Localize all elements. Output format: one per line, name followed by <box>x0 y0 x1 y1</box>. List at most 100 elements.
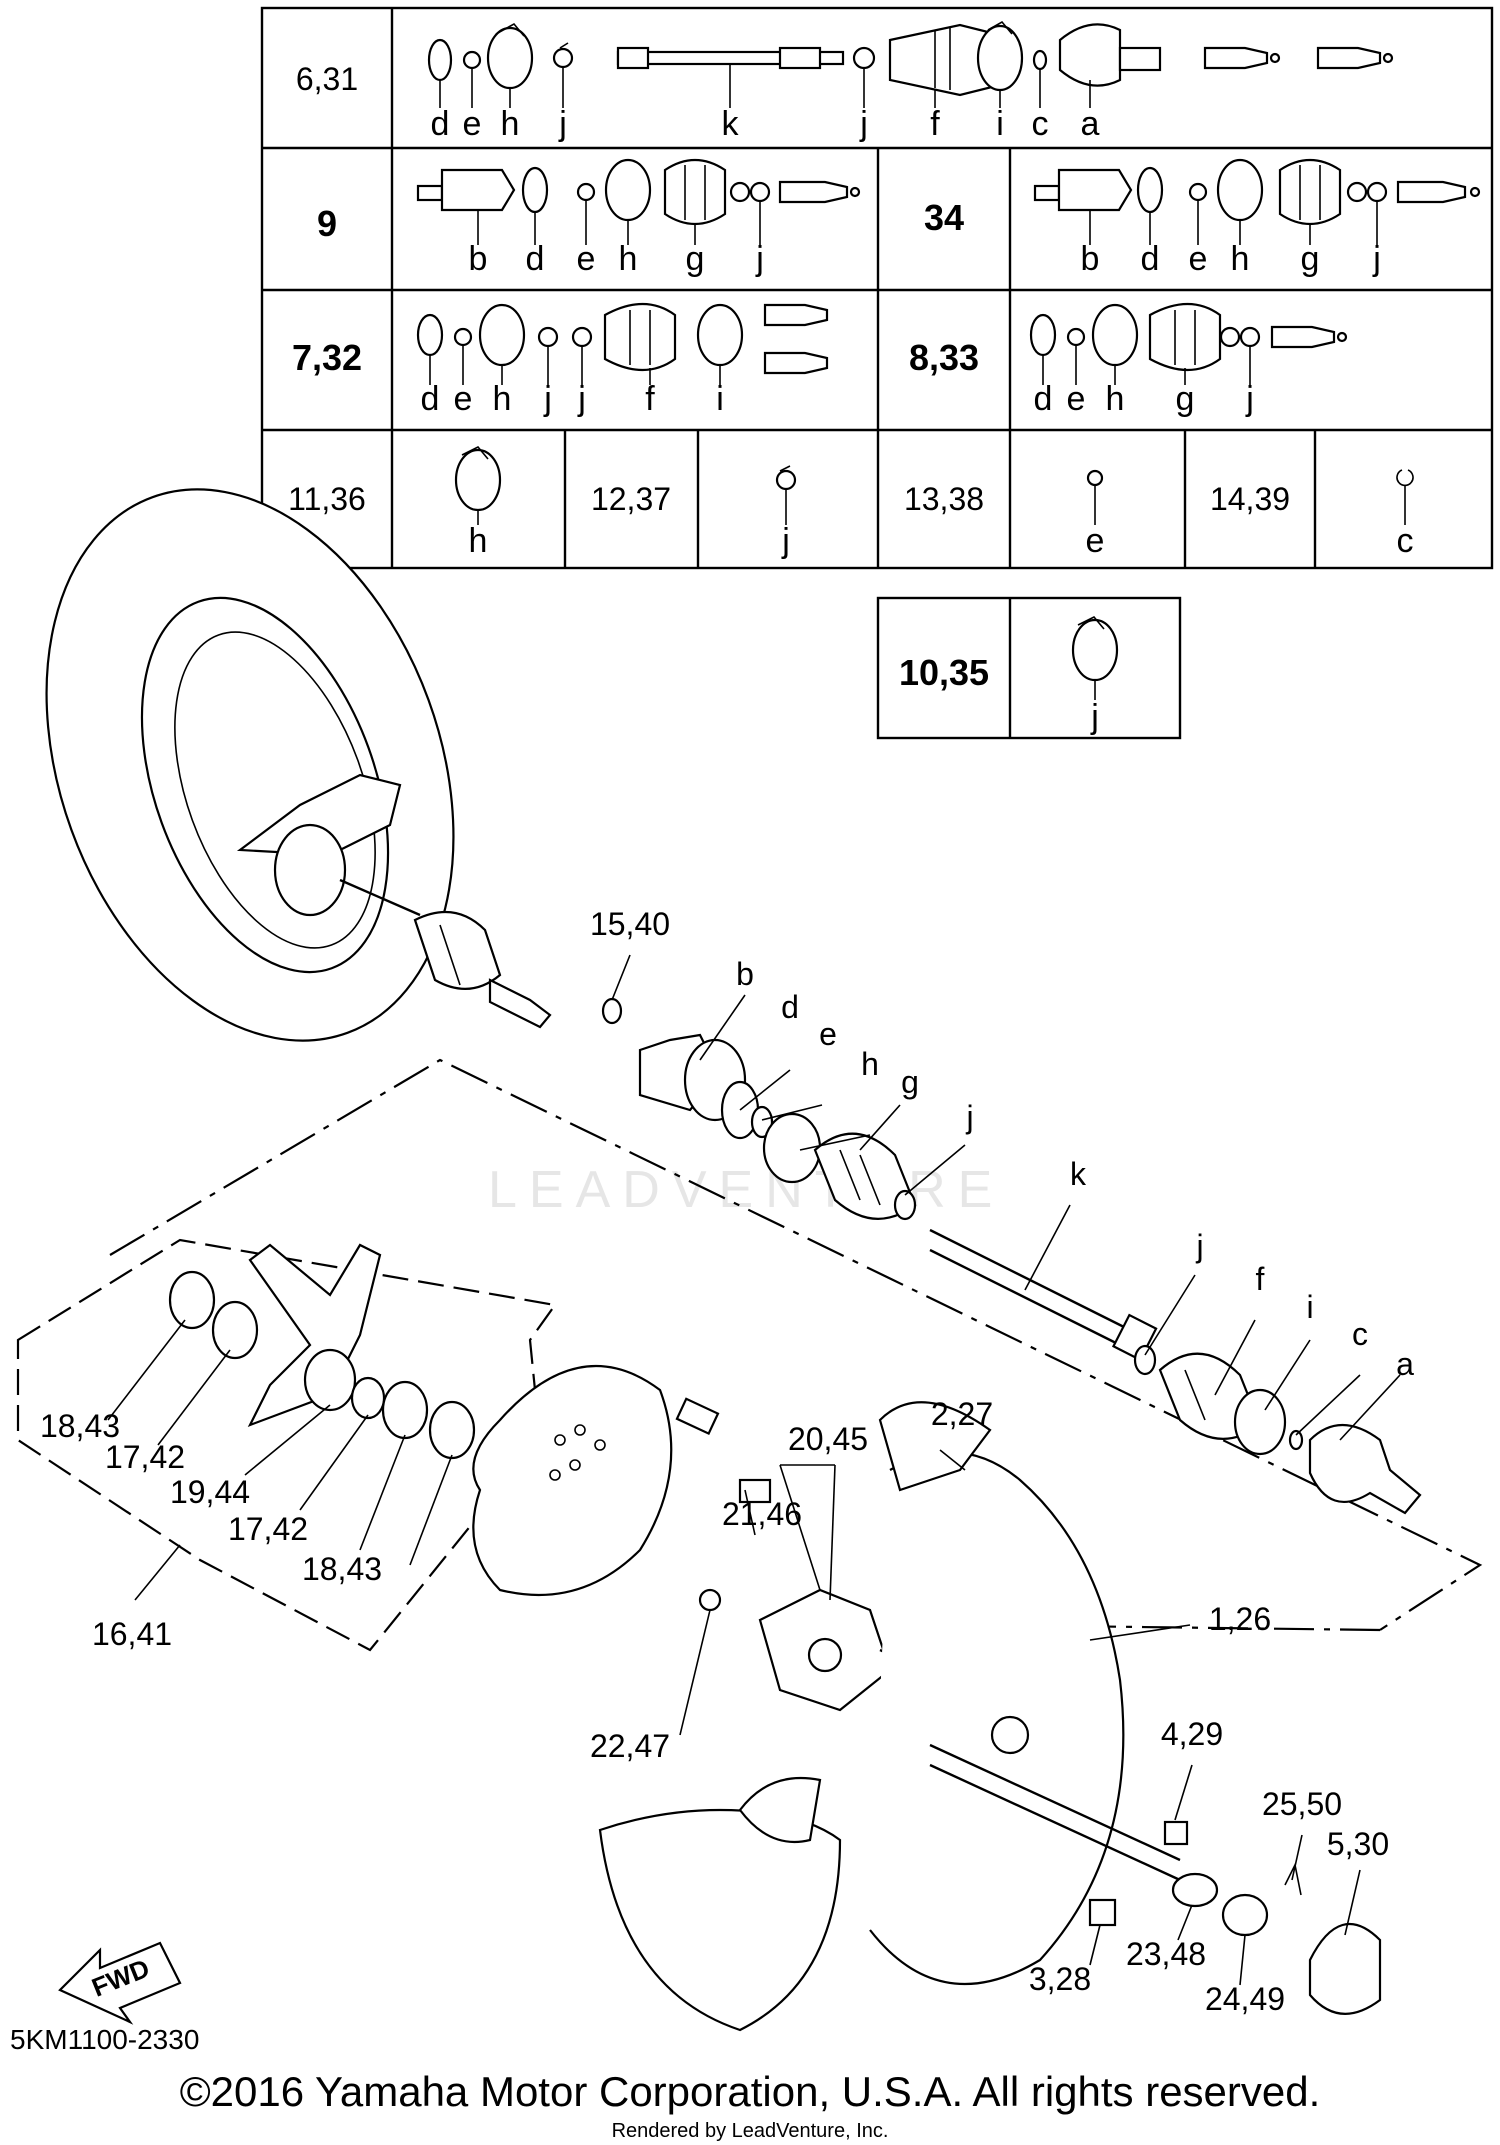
row1-part-j2: j <box>859 105 868 143</box>
hardware-parts <box>1088 1820 1382 2015</box>
callout-c: c <box>1352 1316 1368 1352</box>
shaft-parts <box>601 997 1422 1515</box>
knuckle-and-bearings <box>168 1243 476 1460</box>
callout-1-26: 1,26 <box>1209 1601 1271 1637</box>
copyright-text: ©2016 Yamaha Motor Corporation, U.S.A. A… <box>179 2068 1321 2115</box>
row1-part-a: a <box>1081 105 1100 143</box>
row-label-34: 34 <box>924 197 964 238</box>
row2-right-part-g: g <box>1301 240 1320 278</box>
callout-18-43-b: 18,43 <box>302 1551 382 1587</box>
callout-23-48: 23,48 <box>1126 1936 1206 1972</box>
callout-j2: j <box>1195 1228 1203 1264</box>
row2-left-part-leaders <box>477 200 761 245</box>
callout-17-42-b: 17,42 <box>228 1511 308 1547</box>
rendered-by-text: Rendered by LeadVenture, Inc. <box>611 2120 889 2142</box>
row3-left-part-d: d <box>421 380 440 418</box>
row3-left-part-f: f <box>645 380 655 418</box>
callout-i: i <box>1306 1289 1313 1325</box>
callout-17-42-a: 17,42 <box>105 1439 185 1475</box>
row1-part-icons <box>427 20 1394 97</box>
row2-left-part-b: b <box>469 240 488 278</box>
callout-21-46: 21,46 <box>722 1496 802 1532</box>
callout-h: h <box>861 1046 879 1082</box>
row2-left-part-g: g <box>686 240 705 278</box>
row3-right-part-leaders <box>1042 345 1251 385</box>
row3-left-part-leaders <box>429 345 721 385</box>
row4-part-h: h <box>469 522 488 560</box>
row3-left-part-j: j <box>543 380 552 418</box>
row4-part-e: e <box>1086 522 1105 560</box>
lower-wheel-assembly <box>598 1401 1181 2032</box>
row2-right-part-b: b <box>1081 240 1100 278</box>
row3-left-part-e: e <box>454 380 473 418</box>
row4-part-j: j <box>781 522 790 560</box>
row-label-6-31: 6,31 <box>296 61 358 97</box>
callout-19-44: 19,44 <box>170 1474 250 1510</box>
assembly-centerline <box>109 1058 1483 1631</box>
diagram-code: 5KM1100-2330 <box>10 2024 200 2055</box>
row3-right-part-j: j <box>1245 380 1254 418</box>
row3-left-part-j2: j <box>577 380 586 418</box>
row1-part-leaders <box>439 64 1091 108</box>
callout-5-30: 5,30 <box>1327 1826 1389 1862</box>
row2-right-part-icons <box>1033 158 1481 225</box>
callout-k: k <box>1070 1156 1087 1192</box>
callout-a: a <box>1396 1346 1414 1382</box>
callout-16-41: 16,41 <box>92 1616 172 1652</box>
row3-left-part-i: i <box>716 380 724 418</box>
row2-left-part-j: j <box>755 240 764 278</box>
row1-part-c: c <box>1032 105 1049 143</box>
row-label-8-33: 8,33 <box>909 337 979 378</box>
row3-right-part-e: e <box>1067 380 1086 418</box>
row4-part-c: c <box>1397 522 1414 560</box>
brake-disc <box>472 1364 720 1597</box>
row2-right-part-d: d <box>1141 240 1160 278</box>
row1-part-j: j <box>558 105 567 143</box>
callout-20-45: 20,45 <box>788 1421 868 1457</box>
row-label-14-39: 14,39 <box>1210 481 1290 517</box>
row-label-10-35: 10,35 <box>899 652 989 693</box>
row3-left-part-h: h <box>493 380 512 418</box>
callout-f: f <box>1256 1261 1265 1297</box>
callout-e: e <box>819 1016 837 1052</box>
row-label-12-37: 12,37 <box>591 481 671 517</box>
row3-right-part-g: g <box>1176 380 1195 418</box>
row2-left-part-d: d <box>526 240 545 278</box>
row2-left-part-icons <box>416 158 861 225</box>
row2-left-part-h: h <box>619 240 638 278</box>
callout-24-49: 24,49 <box>1205 1981 1285 2017</box>
row1-part-e: e <box>463 105 482 143</box>
callout-g: g <box>901 1064 919 1100</box>
row2-right-part-h: h <box>1231 240 1250 278</box>
callout-leaders <box>107 954 1401 1986</box>
upper-wheel-assembly <box>45 488 552 1042</box>
row1-part-d: d <box>431 105 450 143</box>
extra-part-icon <box>1071 616 1119 700</box>
row3-left-part-icons <box>416 303 829 375</box>
row3-right-part-icons <box>1029 303 1348 371</box>
callout-b: b <box>736 956 754 992</box>
row2-right-part-leaders <box>1089 200 1378 245</box>
row3-right-part-h: h <box>1106 380 1125 418</box>
row2-left-part-e: e <box>577 240 596 278</box>
callout-15-40: 15,40 <box>590 906 670 942</box>
row4-part-icons <box>454 446 1414 525</box>
callout-22-47: 22,47 <box>590 1728 670 1764</box>
row1-part-k: k <box>722 105 740 143</box>
callout-4-29: 4,29 <box>1161 1716 1223 1752</box>
row-label-9: 9 <box>317 203 337 244</box>
kit-table: 6,31 9 34 7,32 8,33 11,36 12,37 13,38 14… <box>260 6 1494 740</box>
row-label-7-32: 7,32 <box>292 337 362 378</box>
row1-part-i: i <box>996 105 1004 143</box>
callout-d: d <box>781 989 799 1025</box>
row-label-13-38: 13,38 <box>904 481 984 517</box>
callout-3-28: 3,28 <box>1029 1961 1091 1997</box>
fwd-arrow-icon: FWD <box>58 1941 182 2025</box>
row1-part-f: f <box>930 105 940 143</box>
callout-18-43-a: 18,43 <box>40 1408 120 1444</box>
row-label-11-36: 11,36 <box>288 481 366 517</box>
callout-25-50: 25,50 <box>1262 1786 1342 1822</box>
callout-2-27: 2,27 <box>931 1396 993 1432</box>
extra-part-j: j <box>1090 698 1099 736</box>
